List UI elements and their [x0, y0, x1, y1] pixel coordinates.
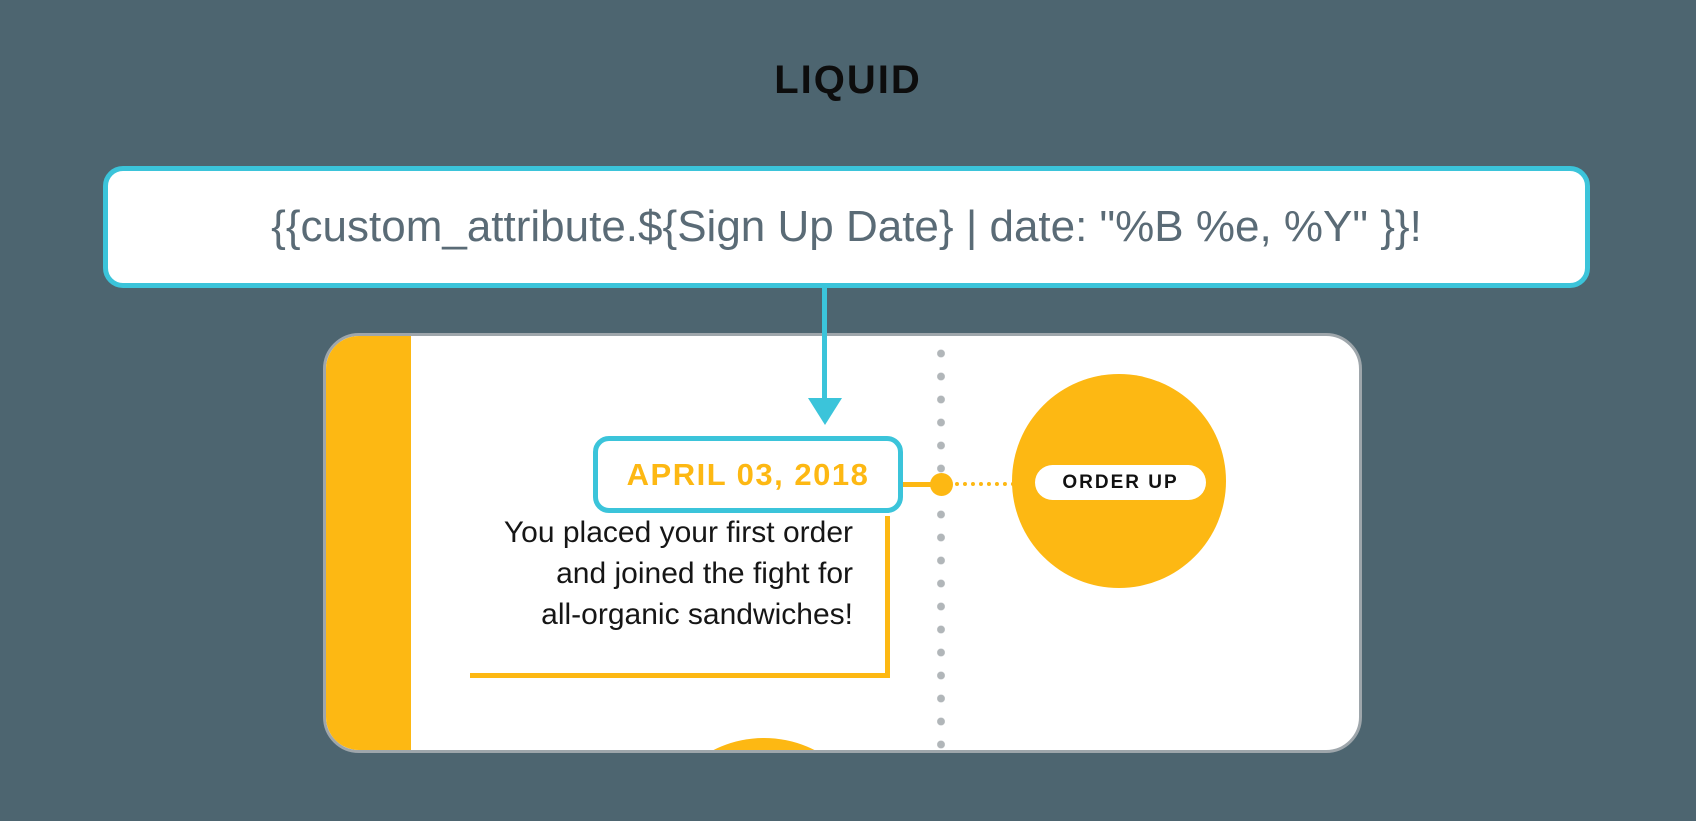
down-arrow-icon — [822, 288, 827, 398]
order-up-label: ORDER UP — [1062, 471, 1179, 493]
liquid-code-text: {{custom_attribute.${Sign Up Date} | dat… — [271, 202, 1422, 251]
orange-bracket-line — [470, 516, 890, 678]
liquid-code-box: {{custom_attribute.${Sign Up Date} | dat… — [103, 166, 1590, 288]
coupon-ticket: APRIL 03, 2018 You placed your first ord… — [323, 333, 1362, 753]
perforation-dotted-line-icon — [937, 342, 945, 750]
order-up-button: ORDER UP — [1035, 465, 1206, 500]
coupon-left-stripe — [326, 336, 411, 750]
coupon-message: You placed your first order and joined t… — [433, 512, 853, 635]
rendered-date-badge: APRIL 03, 2018 — [593, 436, 903, 513]
connector-line — [903, 482, 933, 487]
message-line: You placed your first order — [503, 516, 853, 549]
connector-dot-icon — [930, 473, 953, 496]
rendered-date-text: APRIL 03, 2018 — [626, 456, 870, 492]
bottom-bump-circle — [652, 738, 876, 750]
message-line: and joined the fight for — [556, 557, 853, 590]
connector-dashed-line — [955, 482, 1015, 486]
page-title: LIQUID — [774, 58, 922, 102]
down-arrow-head-icon — [808, 398, 842, 425]
message-line: all-organic sandwiches! — [541, 598, 853, 631]
